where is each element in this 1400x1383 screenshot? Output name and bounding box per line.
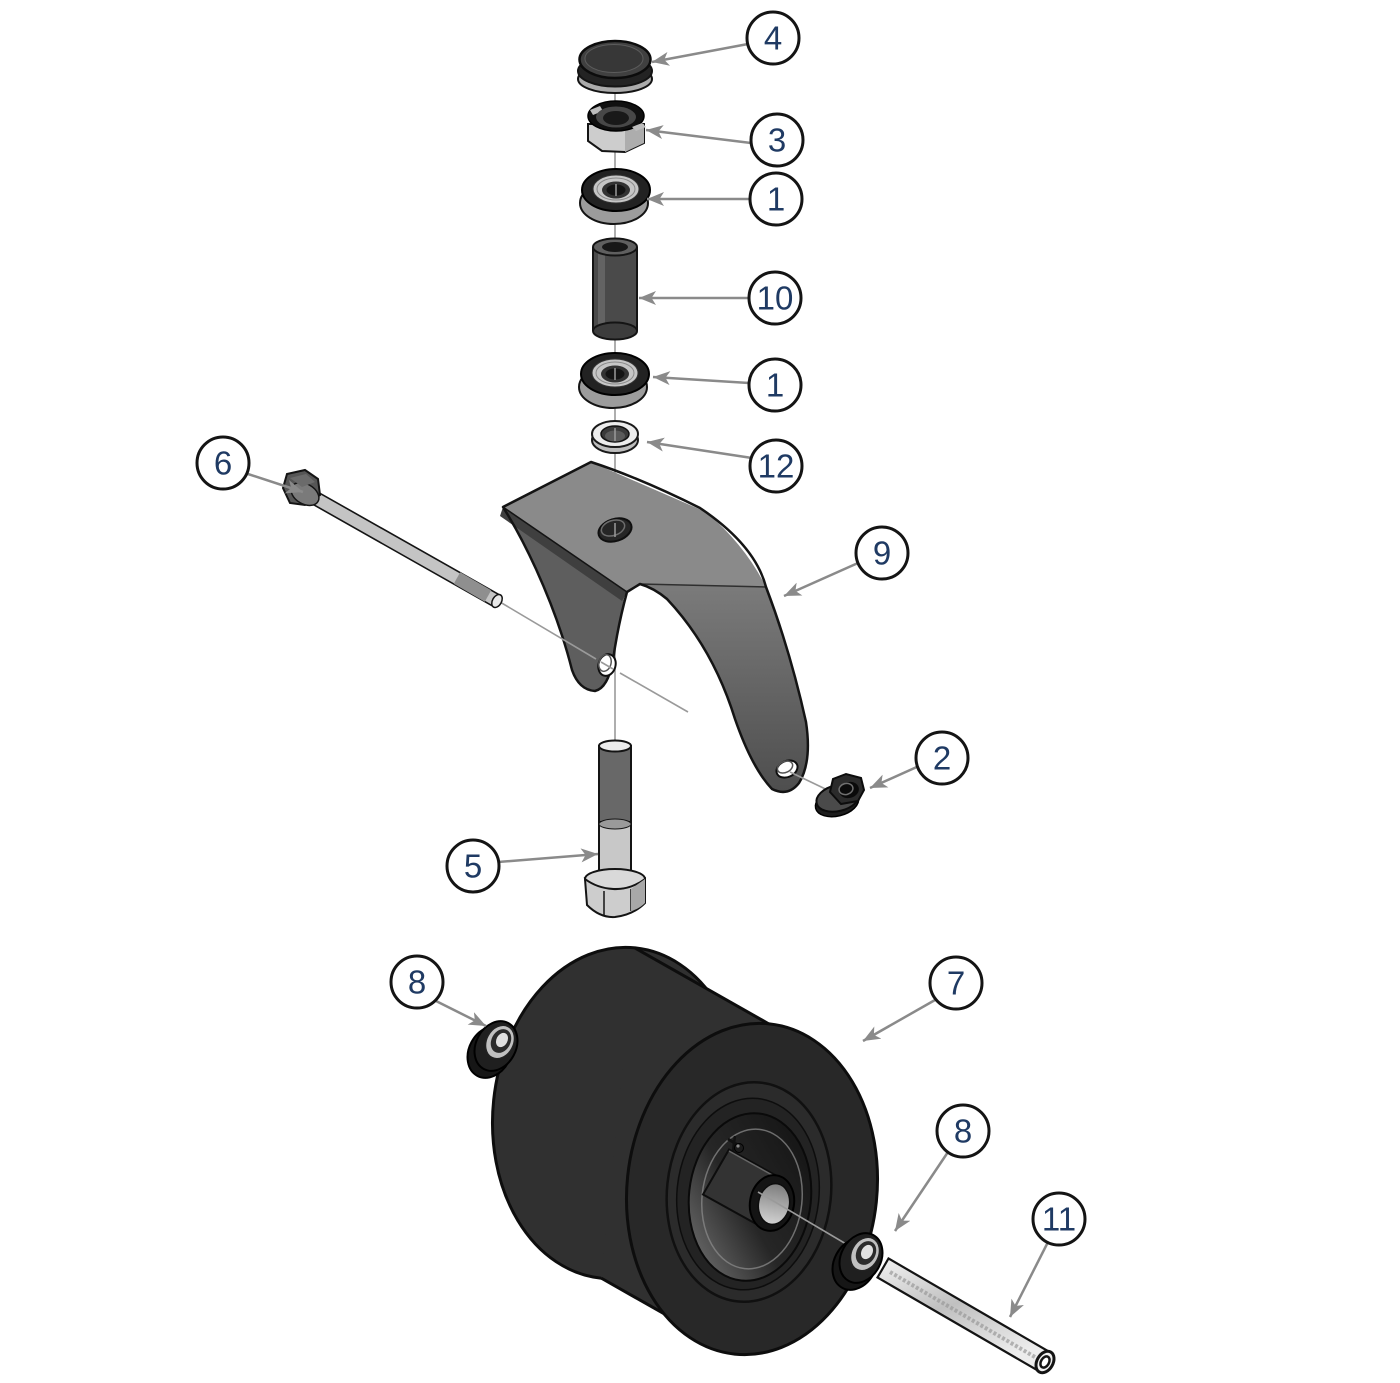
callout-circle [195, 435, 251, 491]
callout-circle [914, 730, 970, 786]
callout-number: 1 [767, 181, 785, 218]
callout-circle [389, 954, 445, 1010]
callout-6: 6 [195, 435, 251, 491]
grease-fitting [727, 1135, 744, 1153]
callout-circle [747, 270, 803, 326]
thrust-washer [591, 420, 639, 454]
callout-number: 6 [214, 445, 232, 482]
callout-8-left: 8 [389, 954, 445, 1010]
callout-circle [854, 525, 910, 581]
bearing-upper [579, 168, 651, 225]
callout-5: 5 [445, 838, 501, 894]
callout-4: 4 [745, 10, 801, 66]
callout-circle [935, 1103, 991, 1159]
bearing-lower [578, 352, 650, 409]
lock-nut [587, 100, 646, 154]
callout-number: 5 [464, 848, 482, 885]
dust-cap [577, 39, 653, 94]
callout-12: 12 [748, 438, 804, 494]
callout-1-lower: 1 [747, 357, 803, 413]
callout-10: 10 [747, 270, 803, 326]
callout-number: 9 [873, 535, 891, 572]
axle-bolt [281, 468, 503, 609]
wheel-bearing-left [466, 1020, 519, 1079]
callout-circle [748, 438, 804, 494]
callout-3: 3 [749, 112, 805, 168]
callout-number: 3 [768, 122, 786, 159]
callout-number: 7 [947, 965, 965, 1002]
callout-7: 7 [928, 955, 984, 1011]
kingpin-bolt [583, 739, 646, 919]
callout-number: 10 [757, 280, 794, 317]
callout-number: 11 [1042, 1201, 1076, 1238]
callout-circle [748, 171, 804, 227]
callout-number: 8 [408, 964, 426, 1001]
callout-number: 12 [758, 448, 795, 485]
axle-tube [875, 1256, 1056, 1375]
callout-number: 2 [933, 740, 951, 777]
callout-8-right: 8 [935, 1103, 991, 1159]
callout-circle [1031, 1191, 1087, 1247]
flange-lock-nut [814, 772, 866, 818]
callout-number: 8 [954, 1113, 972, 1150]
callout-circle [445, 838, 501, 894]
callout-number: 1 [766, 367, 784, 404]
fork-bracket [500, 460, 810, 794]
callout-circle [745, 10, 801, 66]
callout-1-upper: 1 [748, 171, 804, 227]
leader-lines [244, 42, 1050, 1318]
callout-9: 9 [854, 525, 910, 581]
wheel-bearing-right [831, 1232, 884, 1291]
callout-circle [747, 357, 803, 413]
callouts: 4 3 1 10 1 12 6 9 [195, 10, 1087, 1247]
callout-2: 2 [914, 730, 970, 786]
callout-circle [749, 112, 805, 168]
spacer-bushing [592, 237, 638, 341]
callout-circle [928, 955, 984, 1011]
bracket-top-hole [597, 517, 633, 543]
wheel [490, 945, 881, 1357]
callout-11: 11 [1031, 1191, 1087, 1247]
callout-number: 4 [764, 20, 782, 57]
